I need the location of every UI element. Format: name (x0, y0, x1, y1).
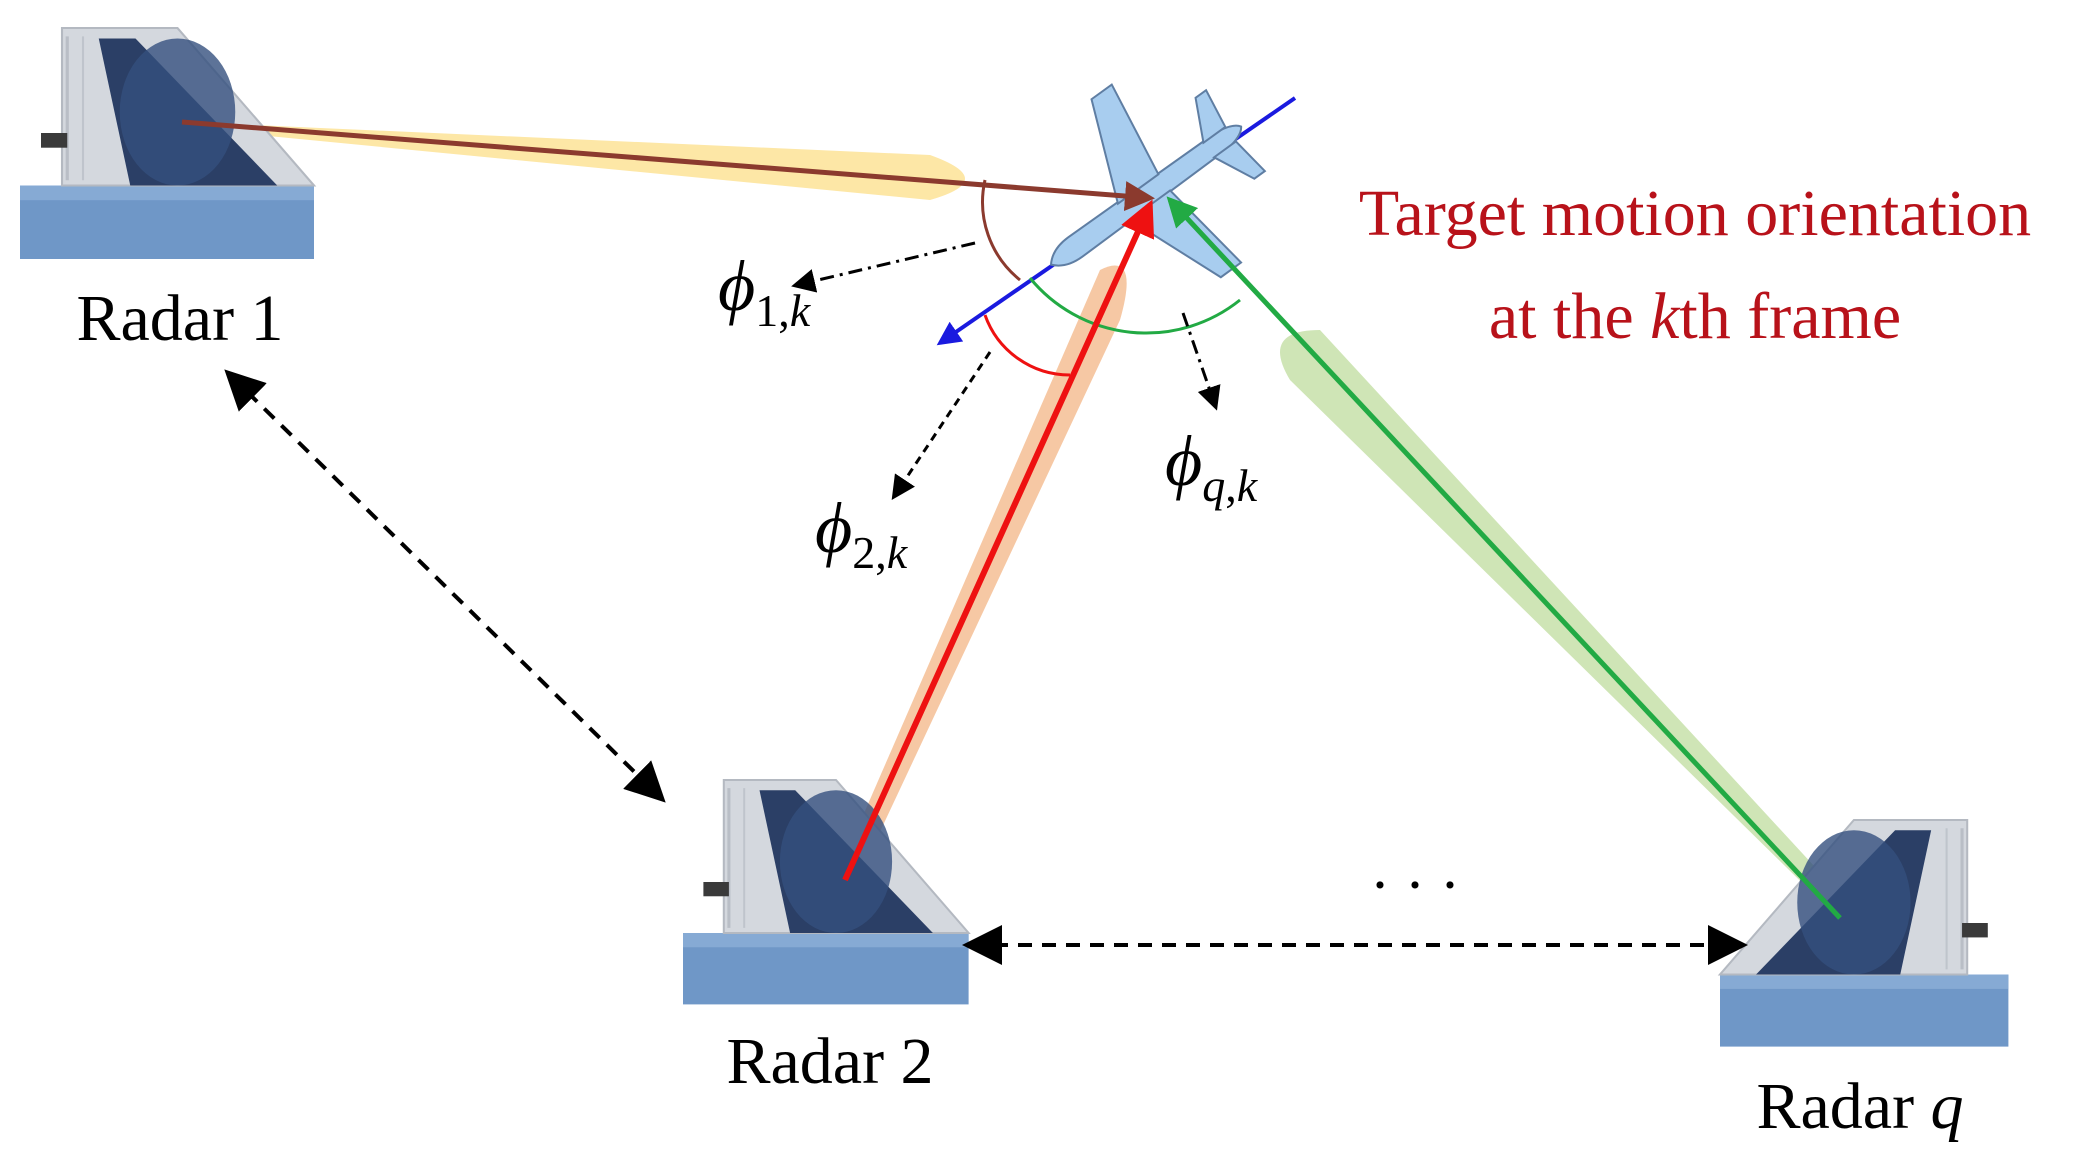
title-line2: at the kth frame (1489, 280, 1901, 353)
title-line2-prefix: at the (1489, 280, 1650, 353)
phiq-arc (1028, 277, 1241, 335)
ellipsis: · · · (1370, 852, 1460, 918)
phiq-subscript-index-b: k (1237, 460, 1259, 511)
radar1-label: Radar 1 (76, 282, 283, 355)
radar2-line (842, 199, 1155, 882)
radarq-label-prefix: Radar (1756, 1070, 1930, 1143)
radarq-line (1166, 196, 1842, 920)
phi2-subscript-index: k (887, 527, 909, 578)
radar1-icon (18, 26, 316, 261)
phi2-subscript: 2, (852, 527, 887, 578)
phi2-arc (983, 314, 1071, 377)
title-line1: Target motion orientation (1359, 177, 2031, 250)
radar2-label: Radar 2 (726, 1025, 933, 1098)
phi1-subscript-index: k (790, 285, 812, 336)
phi1-pointer-arrow (791, 241, 976, 293)
radar2-icon (681, 778, 971, 1006)
phi1-subscript: 1, (755, 285, 790, 336)
phi2-symbol: ϕ (815, 488, 852, 568)
phiq-subscript-sep: , (1225, 460, 1237, 511)
phi2-pointer-arrow (891, 351, 992, 500)
radar1-line (181, 119, 1155, 211)
title-line2-index: k (1650, 280, 1681, 353)
phi1-label: ϕ1,k (718, 246, 812, 336)
phi2-label: ϕ2,k (815, 488, 909, 578)
phiq-label: ϕq,k (1165, 421, 1259, 511)
phi1-symbol: ϕ (718, 246, 755, 326)
phiq-subscript-index-a: q (1202, 460, 1225, 511)
radar1-beam (185, 122, 965, 200)
title-line2-suffix: th frame (1679, 280, 1901, 353)
radarq-label: Radar q (1756, 1070, 1963, 1143)
phi1-arc (981, 179, 1021, 282)
radarq-label-index: q (1931, 1070, 1964, 1143)
phiq-symbol: ϕ (1165, 421, 1202, 501)
radarq-icon (1720, 820, 2008, 1047)
link-radar1-radar2 (224, 369, 666, 803)
